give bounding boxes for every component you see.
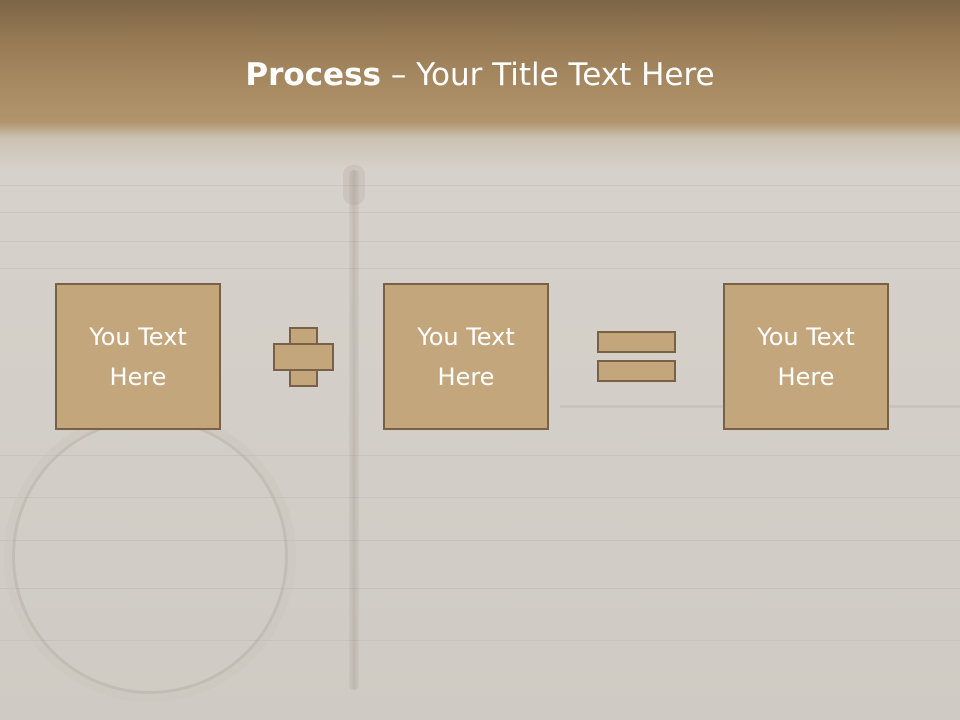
process-box-1[interactable]: You Text Here [55, 283, 221, 430]
process-box-2-line-2: Here [437, 362, 495, 391]
wood-grain-line [0, 212, 960, 213]
title-rest: – Your Title Text Here [381, 57, 715, 93]
wood-grain-line [0, 455, 960, 456]
process-box-2-text: You Text Here [417, 317, 515, 397]
process-box-3[interactable]: You Text Here [723, 283, 889, 430]
background-magnifier-ring [12, 418, 288, 694]
process-box-2[interactable]: You Text Here [383, 283, 549, 430]
equals-icon-bottom-bar [597, 360, 676, 382]
wood-grain-line [0, 640, 960, 641]
process-box-2-line-1: You Text [417, 322, 515, 351]
wood-grain-line [0, 540, 960, 541]
wood-grain-line [0, 185, 960, 186]
process-box-1-line-1: You Text [89, 322, 187, 351]
slide-title: Process – Your Title Text Here [0, 54, 960, 96]
background-pen [349, 170, 359, 690]
process-box-3-line-1: You Text [757, 322, 855, 351]
title-bold-word: Process [245, 57, 381, 93]
process-box-3-text: You Text Here [757, 317, 855, 397]
wood-grain-line [0, 497, 960, 498]
process-box-1-line-2: Here [109, 362, 167, 391]
equals-icon-top-bar [597, 331, 676, 353]
wood-grain-line [0, 268, 960, 269]
plus-icon-center [291, 345, 316, 369]
process-box-3-line-2: Here [777, 362, 835, 391]
process-box-1-text: You Text Here [89, 317, 187, 397]
wood-grain-line [0, 241, 960, 242]
background-pen-cap [343, 165, 365, 205]
wood-grain-line [0, 588, 960, 589]
